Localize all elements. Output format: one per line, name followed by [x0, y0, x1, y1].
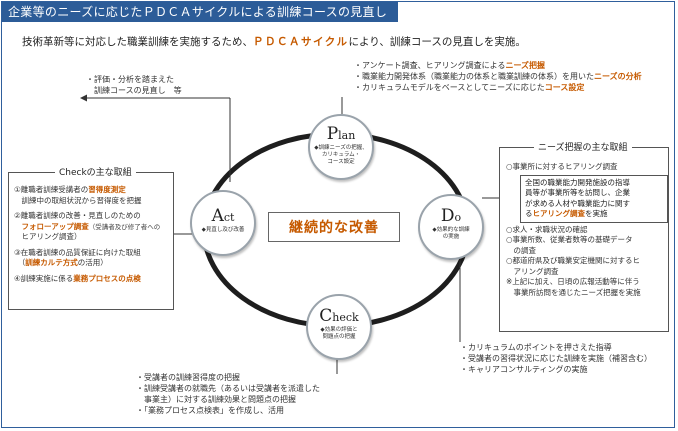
act-initial: A [211, 206, 224, 226]
intro-text: 技術革新等に対応した職業訓練を実施するため、ＰＤＣＡサイクルにより、訓練コースの… [22, 34, 526, 49]
check-desc-line: 問題点の把握 [322, 334, 356, 340]
do-circle: Do ◆効果的な訓練 の実施 [418, 194, 484, 260]
needs-item: ○事業所数、従業者数等の基礎データ [506, 235, 633, 244]
plan-note-item: ・職業能力開発体系（職業能力の体系と職業訓練の体系）を用いたニーズの分析 [354, 72, 642, 81]
intro-highlight: ＰＤＣＡサイクル [253, 36, 349, 48]
center-label: 継続的な改善 [268, 212, 400, 242]
do-initial: D [440, 206, 455, 226]
check-circle: Check ◆効果の評価と 問題点の把握 [306, 294, 372, 360]
act-note-item: 訓練コースの見直し 等 [86, 86, 182, 95]
do-desc-line: の実施 [442, 234, 460, 240]
check-initial: C [319, 306, 333, 326]
do-rest: o [454, 211, 462, 224]
plan-desc-line: ◆訓練ニーズの把握、 [314, 145, 368, 151]
act-circle: Act ◆見直し及び改善 [190, 190, 256, 256]
check-box-title: Checkの主な取組 [55, 165, 136, 178]
plan-notes: ・アンケート調査、ヒアリング調査によるニーズ把握 ・職業能力開発体系（職業能力の… [354, 60, 642, 93]
check-notes: ・受講者の訓練習得度の把握 ・訓練受講者の就職先（あるいは受講者を派遣した 事業… [136, 372, 320, 416]
check-initiatives-box: Checkの主な取組 ①離職者訓練受講者の習得度測定 訓練中の取組状況から習得度… [8, 165, 174, 310]
check-item-2-sub: ヒアリング調査） [14, 232, 82, 241]
plan-note-item: ・カリキュラムモデルをベースとしてニーズに応じたコース設定 [354, 83, 585, 92]
check-note-item: ・訓練受講者の就職先（あるいは受講者を派遣した [136, 384, 320, 393]
check-item-2: ②離職者訓練の改善・見直しのための [14, 211, 141, 220]
needs-first-item: ○事業所に対するヒアリング調査 [506, 162, 618, 171]
figure-title: 企業等のニーズに応じたＰＤＣＡサイクルによる訓練コースの見直し [2, 2, 398, 22]
check-note-item: ・「業務プロセス点検表」を作成し、活用 [136, 406, 284, 415]
check-note-item: 事業主）に対する訓練効果と問題点の把握 [136, 395, 296, 404]
needs-item: ○都道府県及び職業安定機関に対するヒ [506, 256, 641, 265]
plan-note-item: ・アンケート調査、ヒアリング調査によるニーズ把握 [354, 61, 546, 70]
check-note-item: ・受講者の訓練習得度の把握 [136, 373, 240, 382]
needs-box-title: ニーズ把握の主な取組 [534, 140, 632, 153]
needs-item: ※上記に加え、日頃の広報活動等に伴う [506, 277, 640, 286]
check-desc-line: ◆効果の評価と [320, 327, 358, 333]
act-rest: ct [223, 211, 235, 224]
check-rest: heck [332, 311, 359, 324]
do-notes: ・カリキュラムのポイントを押さえた指導 ・受講者の習得状況に応じた訓練を実施（補… [460, 342, 652, 375]
act-desc-line: ◆見直し及び改善 [201, 227, 245, 233]
do-note-item: ・キャリアコンサルティングの実施 [460, 365, 588, 374]
needs-item: 事業所訪問を通じたニーズ把握を実施 [506, 287, 641, 297]
check-item-3-detail: （訓練カルテ方式の活用） [14, 258, 108, 267]
do-note-item: ・受講者の習得状況に応じた訓練を実施（補習含む） [460, 354, 652, 363]
check-item-1-sub: 訓練中の取組状況から習得度を把握 [14, 195, 142, 205]
plan-rest: lan [338, 129, 356, 142]
plan-initial: P [326, 124, 339, 144]
plan-desc-line: カリキュラム・ [321, 152, 361, 158]
needs-item: ○求人・求職状況の確認 [506, 224, 588, 234]
act-note-item: ・評価・分析を踏まえた [86, 75, 174, 84]
check-item-1: ①離職者訓練受講者の習得度測定 [14, 185, 126, 194]
needs-initiatives-box: ニーズ把握の主な取組 ○事業所に対するヒアリング調査 全国の職業能力開発施設の指… [499, 140, 669, 332]
intro-after: により、訓練コースの見直しを実施。 [348, 36, 526, 48]
check-item-3: ③在職者訓練の品質保証に向けた取組 [14, 247, 141, 257]
do-desc-line: ◆効果的な訓練 [432, 227, 470, 233]
act-notes: ・評価・分析を踏まえた 訓練コースの見直し 等 [86, 74, 182, 96]
check-item-2-followup: フォローアップ調査（受講者及び修了者への [21, 221, 161, 231]
plan-desc-line: コース設定 [327, 159, 355, 165]
check-item-4: ④訓練実施に係る業務プロセスの点検 [14, 273, 141, 283]
needs-item: の調査 [506, 245, 536, 255]
needs-hearing-detail: 全国の職業能力開発施設の指導 員等が事業所等を訪問し、企業 が求める人材や職業能… [520, 174, 668, 223]
do-note-item: ・カリキュラムのポイントを押さえた指導 [460, 343, 612, 352]
intro-before: 技術革新等に対応した職業訓練を実施するため、 [22, 36, 253, 48]
plan-circle: Plan ◆訓練ニーズの把握、 カリキュラム・ コース設定 [308, 114, 374, 180]
needs-item: アリング調査 [506, 266, 559, 276]
